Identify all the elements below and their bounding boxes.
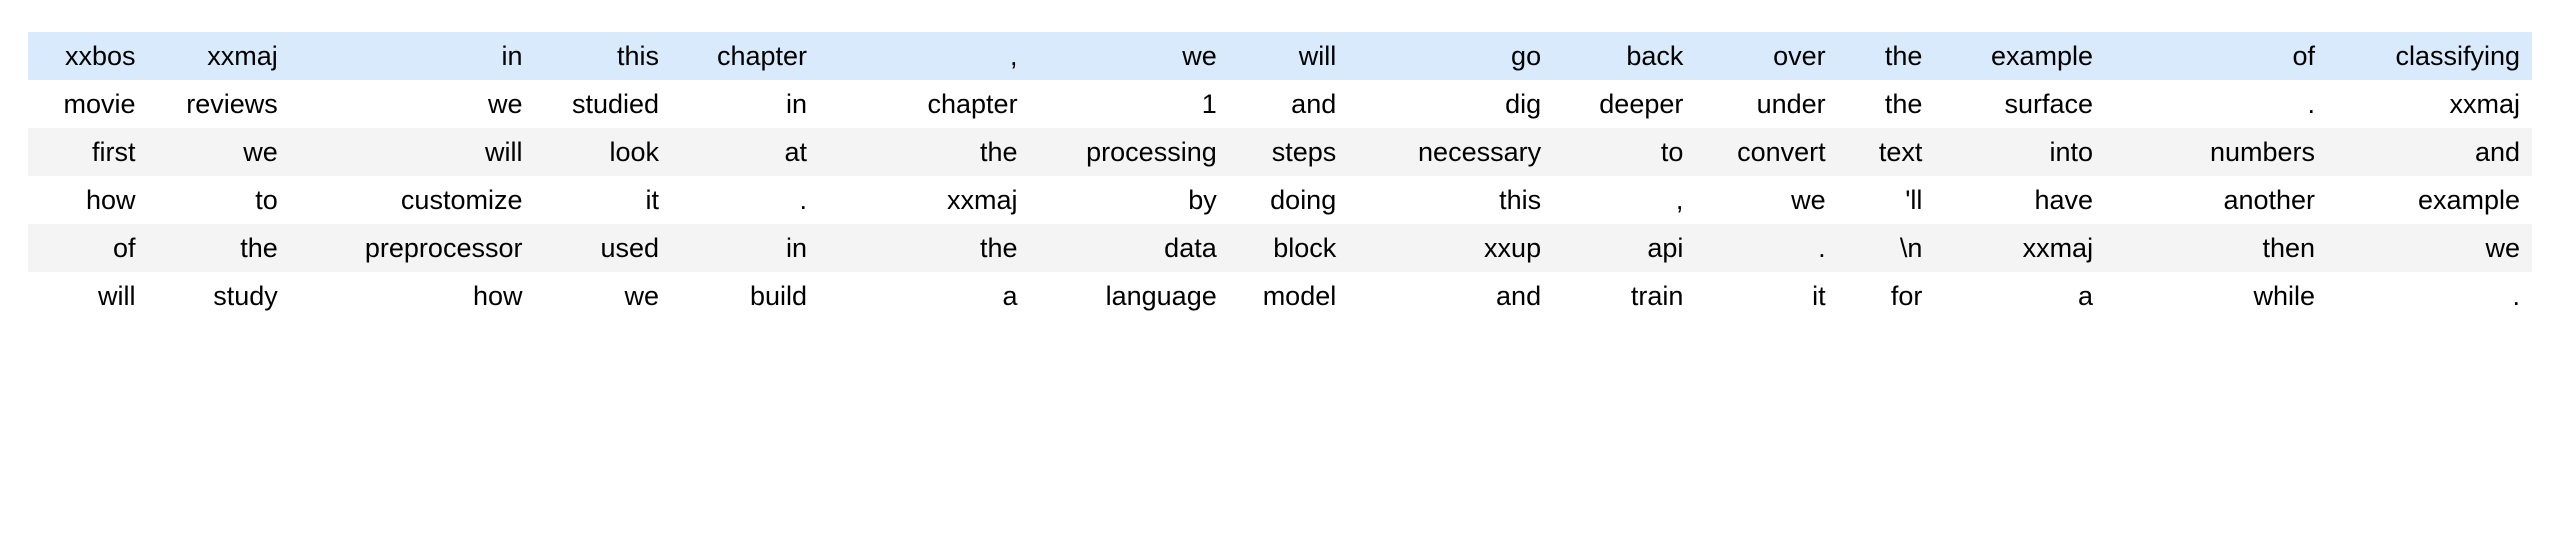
table-cell: and [1291,89,1337,119]
table-cell: into [2049,137,2094,167]
table-cell: 'll [1905,185,1923,215]
table-cell: . [2307,89,2316,119]
table-cell: we [2485,233,2520,263]
table-cell: deeper [1599,89,1684,119]
table-cell: it [645,185,660,215]
table-cell: chapter [927,89,1018,119]
table-cell: in [785,89,807,119]
table-cell: we [624,281,660,311]
table-cell: example [1991,41,2094,71]
table-cell: another [2223,185,2316,215]
table-cell: we [1791,185,1826,215]
table-cell: have [2034,185,2094,215]
table-cell: we [1182,41,1217,71]
table-cell: chapter [716,41,807,71]
table-cell: language [1105,281,1217,311]
table-cell: , [1675,185,1684,215]
table-cell: the [1884,41,1923,71]
table-cell: then [2262,233,2316,263]
table-cell: convert [1737,137,1826,167]
table-cell: numbers [2209,137,2316,167]
table-cell: xxmaj [947,185,1018,215]
table-cell: study [213,281,278,311]
table-cell: while [2253,281,2316,311]
table-cell: how [85,185,136,215]
table-row[interactable]: how to customize it. xxmaj by doing this, we 'll h… [28,176,2532,224]
table-cell: xxup [1484,233,1542,263]
table-cell: of [2292,41,2316,71]
table-cell: will [1298,41,1337,71]
table-row[interactable]: first we will look at the processing steps neces… [28,128,2532,176]
table-cell: for [1890,281,1923,311]
table-cell: used [600,233,660,263]
table-cell: the [980,137,1018,167]
table-cell: under [1756,89,1826,119]
table-cell: in [785,233,807,263]
table-cell: processing [1086,137,1217,167]
table-cell: a [1002,281,1018,311]
table-cell: dig [1505,89,1542,119]
table-cell: will [484,137,523,167]
table-cell: a [2078,281,2094,311]
table-cell: by [1188,185,1217,215]
table-cell: movie [63,89,136,119]
table-cell: xxmaj [2022,233,2094,263]
table-cell: the [240,233,278,263]
token-dataframe-table: xxbos xxmaj in this chapter, we will go back over… [28,32,2532,320]
table-cell: go [1511,41,1542,71]
table-cell: we [487,89,523,119]
table-cell: back [1626,41,1684,71]
table-cell: this [617,41,660,71]
table-cell: . [799,185,807,215]
table-cell: xxmaj [207,41,278,71]
table-cell: . [2512,281,2520,311]
token-dataframe-body: xxbos xxmaj in this chapter, we will go back over… [28,32,2532,320]
table-cell: will [98,281,136,311]
table-cell: , [1010,41,1018,71]
table-row[interactable]: will study how we build a language model and trai… [28,272,2532,320]
table-cell: to [1660,137,1684,167]
table-cell: first [92,137,136,167]
table-cell: steps [1271,137,1337,167]
table-row[interactable]: of the preprocessor used in the data block xxup a… [28,224,2532,272]
table-cell: in [501,41,523,71]
table-cell: 1 [1201,89,1217,119]
table-cell: . [1818,233,1826,263]
table-cell: block [1273,233,1337,263]
table-row[interactable]: movie reviews we studied in chapter 1 and dig dee… [28,80,2532,128]
table-cell: of [112,233,136,263]
table-cell: build [749,281,807,311]
table-row[interactable]: xxbos xxmaj in this chapter, we will go back over… [28,32,2532,80]
table-cell: at [784,137,807,167]
table-cell: necessary [1418,137,1542,167]
table-cell: \n [1899,233,1923,263]
table-cell: surface [2004,89,2094,119]
table-cell: reviews [186,89,278,119]
table-cell: example [2417,185,2520,215]
table-cell: model [1262,281,1337,311]
table-cell: how [472,281,523,311]
table-cell: the [1884,89,1923,119]
table-cell: customize [400,185,523,215]
table-cell: to [255,185,278,215]
table-cell: doing [1270,185,1337,215]
table-cell: train [1630,281,1684,311]
table-cell: it [1812,281,1826,311]
table-cell: the [980,233,1018,263]
table-cell: xxbos [64,41,136,71]
table-cell: we [243,137,278,167]
table-cell: over [1773,41,1826,71]
table-cell: and [1496,281,1542,311]
table-cell: text [1878,137,1923,167]
table-cell: api [1647,233,1684,263]
table-cell: preprocessor [364,233,523,263]
table-cell: look [609,137,660,167]
table-cell: classifying [2395,41,2520,71]
table-cell: this [1499,185,1542,215]
table-cell: xxmaj [2449,89,2520,119]
token-table-container: xxbos xxmaj in this chapter, we will go back over… [28,32,2532,320]
table-cell: and [2474,137,2520,167]
table-cell: data [1164,233,1217,263]
table-cell: studied [571,89,660,119]
